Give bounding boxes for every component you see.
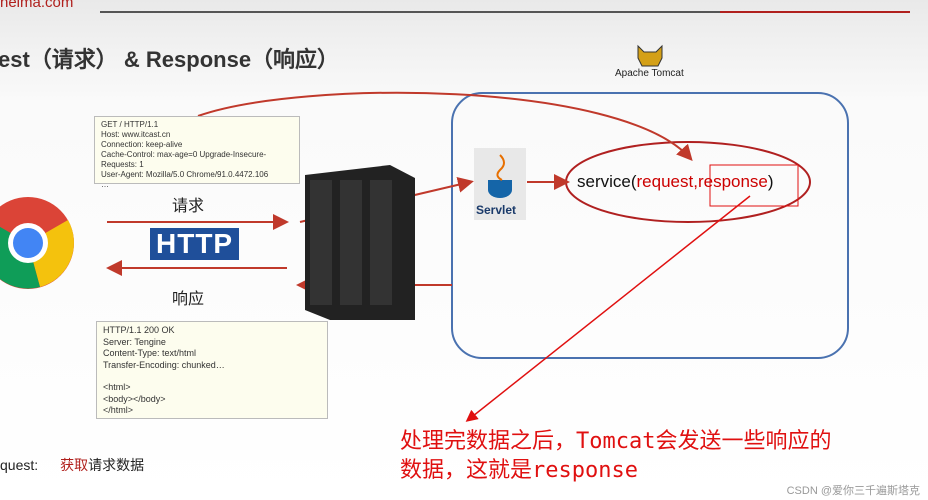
java-cup-icon [488, 180, 512, 198]
response-line: <html> [103, 382, 131, 392]
request-line: Connection: keep-alive [101, 140, 183, 149]
divider-accent [720, 11, 910, 13]
response-line: Content-Type: text/html [103, 348, 197, 358]
annotation-arrow [465, 195, 751, 422]
footer-prefix: quest: [0, 457, 39, 473]
annotation-line-2: 数据，这就是response [400, 458, 638, 483]
annotation-line-1: 处理完数据之后，Tomcat会发送一些响应的 [400, 429, 832, 454]
divider [100, 11, 910, 13]
response-line: Server: Tengine [103, 336, 166, 347]
chrome-icon [0, 197, 74, 289]
request-curve-arrow [197, 91, 693, 161]
footer-note: quest: 获取请求数据 [0, 455, 144, 475]
response-line: </html> [103, 405, 134, 415]
request-line: Host: www.itcast.cn [101, 130, 171, 139]
http-badge: HTTP [150, 228, 240, 260]
footer-rest: 请求数据 [88, 457, 145, 473]
server-rack-icon [305, 165, 415, 320]
service-method: service(request,response) [577, 172, 774, 192]
servlet-label: Servlet [476, 203, 517, 217]
service-request-param: request, [636, 172, 698, 191]
annotation-text: 处理完数据之后，Tomcat会发送一些响应的 数据，这就是response [400, 427, 831, 485]
tomcat-logo-icon [637, 44, 663, 67]
logo-text: heima.com [0, 0, 74, 11]
service-prefix: service( [577, 172, 637, 191]
response-message-box: HTTP/1.1 200 OK Server: Tengine Content-… [96, 321, 328, 419]
tomcat-label: Apache Tomcat [615, 68, 684, 79]
page-title: est（请求） & Response（响应） [0, 47, 340, 72]
service-response-param: response [697, 172, 768, 191]
response-label: 响应 [172, 291, 205, 308]
response-line: Transfer-Encoding: chunked… [103, 359, 225, 370]
tomcat-container [451, 92, 849, 359]
request-label: 请求 [172, 198, 205, 215]
service-suffix: ) [767, 172, 774, 191]
response-line: HTTP/1.1 200 OK [103, 325, 175, 335]
response-line [103, 371, 321, 382]
request-line: User-Agent: Mozilla/5.0 Chrome/91.0.4472… [101, 170, 269, 179]
watermark: CSDN @爱你三千遍斯塔克 [786, 485, 920, 497]
request-line: Cache-Control: max-age=0 Upgrade-Insecur… [101, 150, 267, 169]
footer-highlight: 获取 [60, 457, 89, 473]
request-message-box: GET / HTTP/1.1 Host: www.itcast.cn Conne… [94, 116, 300, 189]
response-line: <body></body> [103, 393, 166, 404]
response-highlight [709, 164, 799, 207]
request-line: … [101, 180, 109, 189]
request-line: GET / HTTP/1.1 [101, 120, 159, 129]
